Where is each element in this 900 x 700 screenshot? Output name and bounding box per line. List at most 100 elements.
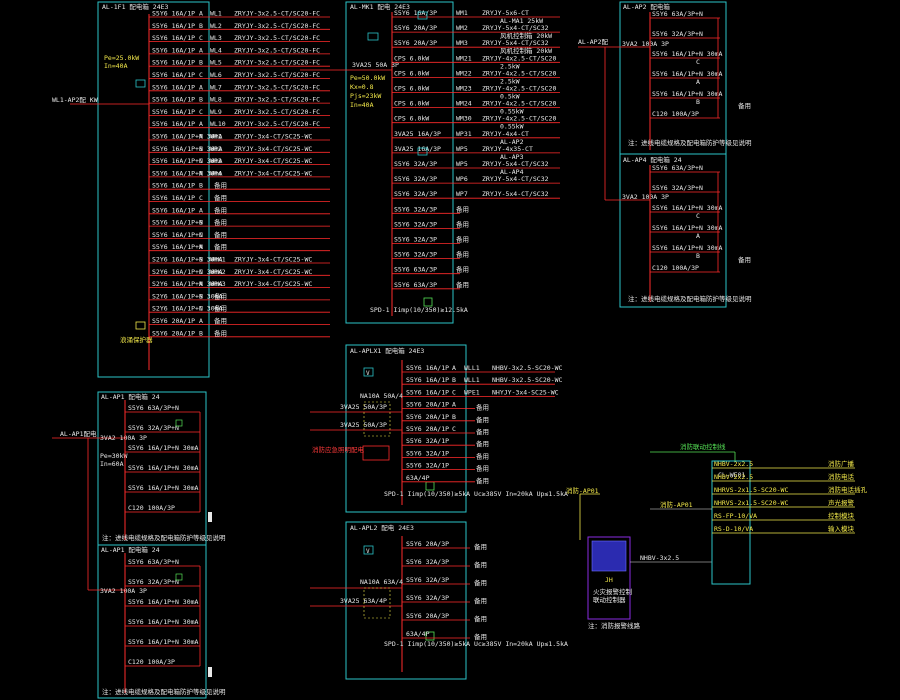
circuit-id: WM30: [456, 115, 472, 123]
spd-icon: [425, 631, 435, 641]
circuit-id: WP5: [456, 145, 468, 153]
circuit-id: WL9: [210, 108, 222, 116]
breaker-label: S5Y6 16A/1P: [406, 376, 449, 384]
circuit-id: WPK3: [210, 280, 226, 288]
breaker-label: S5Y6 16A/1P: [152, 59, 195, 67]
circuit-id: WM2: [456, 24, 468, 32]
breaker-label: S5Y6 16A/1P: [152, 96, 195, 104]
panel-top-left-header: AL-1F1 配电箱 24E3: [102, 2, 169, 11]
circuit-id: WL2: [210, 22, 222, 30]
breaker-label: S5Y6 16A/1P+N 30mA: [152, 145, 223, 153]
breaker-label: S5Y6 32A/3P+N: [652, 184, 703, 192]
panel-top-center-param-3: In=40A: [350, 101, 374, 109]
phase-label: B: [199, 145, 203, 153]
fire-panel-feeder: 消防-AP01: [566, 486, 599, 495]
breaker-label: S5Y6 16A/1P+N 30mA: [128, 484, 199, 492]
cable-spec: 备用: [214, 181, 227, 190]
cable-spec: ZRYJY-3x2.5-CT/SC20-FC: [234, 46, 320, 54]
breaker-label: S5Y6 16A/1P+N 30mA: [128, 464, 199, 472]
cable-spec: 备用: [456, 204, 469, 213]
spd-icon: [135, 321, 146, 330]
phase-label: C: [199, 71, 203, 79]
panel-mid-left-lower-border: [97, 544, 207, 699]
breaker-label: S5Y6 32A/3P: [394, 251, 437, 259]
fire-panel-line-0: 火灾报警控制: [593, 587, 633, 596]
cable-spec: ZRYJY-3x2.5-CT/SC20-FC: [234, 120, 320, 128]
panel-top-center-param-1: Kx=0.8: [350, 83, 374, 91]
cable-spec: ZRYJY-3x2.5-CT/SC20-FC: [234, 59, 320, 67]
breaker-label: 63A/4P: [406, 630, 430, 638]
panel-top-right-header: AL-AP2 配电箱: [623, 2, 670, 11]
panel-top-right-note-2: 注：进线电缆规格及配电箱防护等级见说明: [628, 294, 752, 303]
breaker-label: S5Y6 16A/1P: [152, 194, 195, 202]
cable-spec: 备用: [476, 439, 489, 448]
panel-mid-left-note-2: 注：进线电缆规格及配电箱防护等级见说明: [102, 687, 226, 696]
rcd-icon: [175, 419, 183, 427]
voltmeter-icon: [363, 367, 374, 377]
panel-top-right-feeder: AL-AP2配: [578, 38, 608, 46]
breaker-label: S5Y6 16A/1P: [152, 83, 195, 91]
panel-bottom-center-border: [345, 521, 467, 680]
panel-mid-left: AL-AP1 配电箱 24 AL-AP1 配电箱 24 AL-AP1配电 3VA…: [52, 391, 226, 699]
load-note: 2.5kW: [500, 62, 520, 70]
breaker-label: C120 100A/3P: [652, 264, 699, 272]
cable-spec: ZRYJY-3x4-CT/SC25-WC: [234, 133, 312, 141]
voltmeter-icon: [363, 545, 374, 555]
breaker-label: C120 100A/3P: [128, 658, 175, 666]
circuit-id: WP1: [210, 133, 222, 141]
cable-spec: 备用: [214, 230, 227, 239]
fire-controller-icon: [362, 445, 390, 461]
breaker-label: S5Y6 32A/3P: [406, 594, 449, 602]
terminal-block-icon: [208, 667, 212, 677]
cable-spec: ZRYJY-3x2.5-CT/SC20-FC: [234, 22, 320, 30]
cable-spec: ZRYJY-3x2.5-CT/SC20-FC: [234, 34, 320, 42]
circuit-id: WL8: [210, 96, 222, 104]
phase-label: B: [452, 413, 456, 421]
breaker-label: S5Y6 16A/1P: [152, 34, 195, 42]
fire-panel-line-1: 联动控制器: [593, 595, 626, 604]
circuit-id: WP31: [456, 130, 472, 138]
circuit-id: WL6: [210, 71, 222, 79]
phase-label: C: [452, 425, 456, 433]
breaker-label: S5Y6 63A/3P+N: [652, 164, 703, 172]
panel-top-right: AL-AP2 配电箱 AL-AP4 配电箱 24 AL-AP2配 3VA2 10…: [578, 1, 752, 308]
breaker-label: S5Y6 16A/1P: [152, 108, 195, 116]
panel-mid-center-alt-feed: NA10A 50A/4: [360, 392, 403, 400]
circuit-id: WM22: [456, 69, 472, 77]
panel-top-center-border: [345, 1, 454, 324]
panel-mid-left-main: 3VA2 100A 3P: [100, 434, 147, 442]
phase-label: C: [199, 305, 203, 313]
panel-mid-center: AL-APLX1 配电箱 24E3 V 3VA25 50A/3P 3VA25 5…: [310, 344, 568, 513]
cable-spec: 备用: [456, 265, 469, 274]
circuit-id: WL1: [210, 10, 222, 18]
breaker-label: 63A/4P: [406, 474, 430, 482]
cable-spec: ZRYJY-3x2.5-CT/SC20-FC: [234, 108, 320, 116]
phase-label: C: [696, 58, 700, 66]
breaker-label: S5Y6 32A/3P: [394, 175, 437, 183]
phase-label: A: [199, 169, 203, 177]
breaker-label: S5Y6 20A/3P: [394, 39, 437, 47]
cable-spec: ZRYJY-5x6-CT: [482, 9, 529, 17]
cable-spec: NHBV-2x2.5: [714, 473, 753, 481]
circuit-id: WL4: [210, 46, 222, 54]
panel-mid-left-main-2: 3VA2 100A 3P: [100, 587, 147, 595]
breaker-label: S5Y6 16A/1P: [152, 22, 195, 30]
panel-top-right-main-2: 3VA2 100A 3P: [622, 193, 669, 201]
breaker-label: S5Y6 63A/3P+N: [652, 10, 703, 18]
phase-label: B: [696, 252, 700, 260]
breaker-label: CPS 6.0kW: [394, 69, 429, 77]
cable-spec: ZRYJY-4x2.5-CT/SC20: [482, 100, 556, 108]
phase-label: B: [696, 98, 700, 106]
breaker-label: S5Y6 20A/1P: [152, 329, 195, 337]
panel-mid-center-header: AL-APLX1 配电箱 24E3: [350, 346, 424, 355]
circuit-id: WM21: [456, 54, 472, 62]
panel-top-center-param-0: Pe=50.0kW: [350, 74, 385, 82]
breaker-label: S5Y6 16A/1P: [152, 182, 195, 190]
circuit-id: WP3: [210, 157, 222, 165]
cable-spec: ZRYJY-5x4-CT/SC32: [482, 160, 549, 168]
breaker-label: S5Y6 32A/1P: [406, 449, 449, 457]
